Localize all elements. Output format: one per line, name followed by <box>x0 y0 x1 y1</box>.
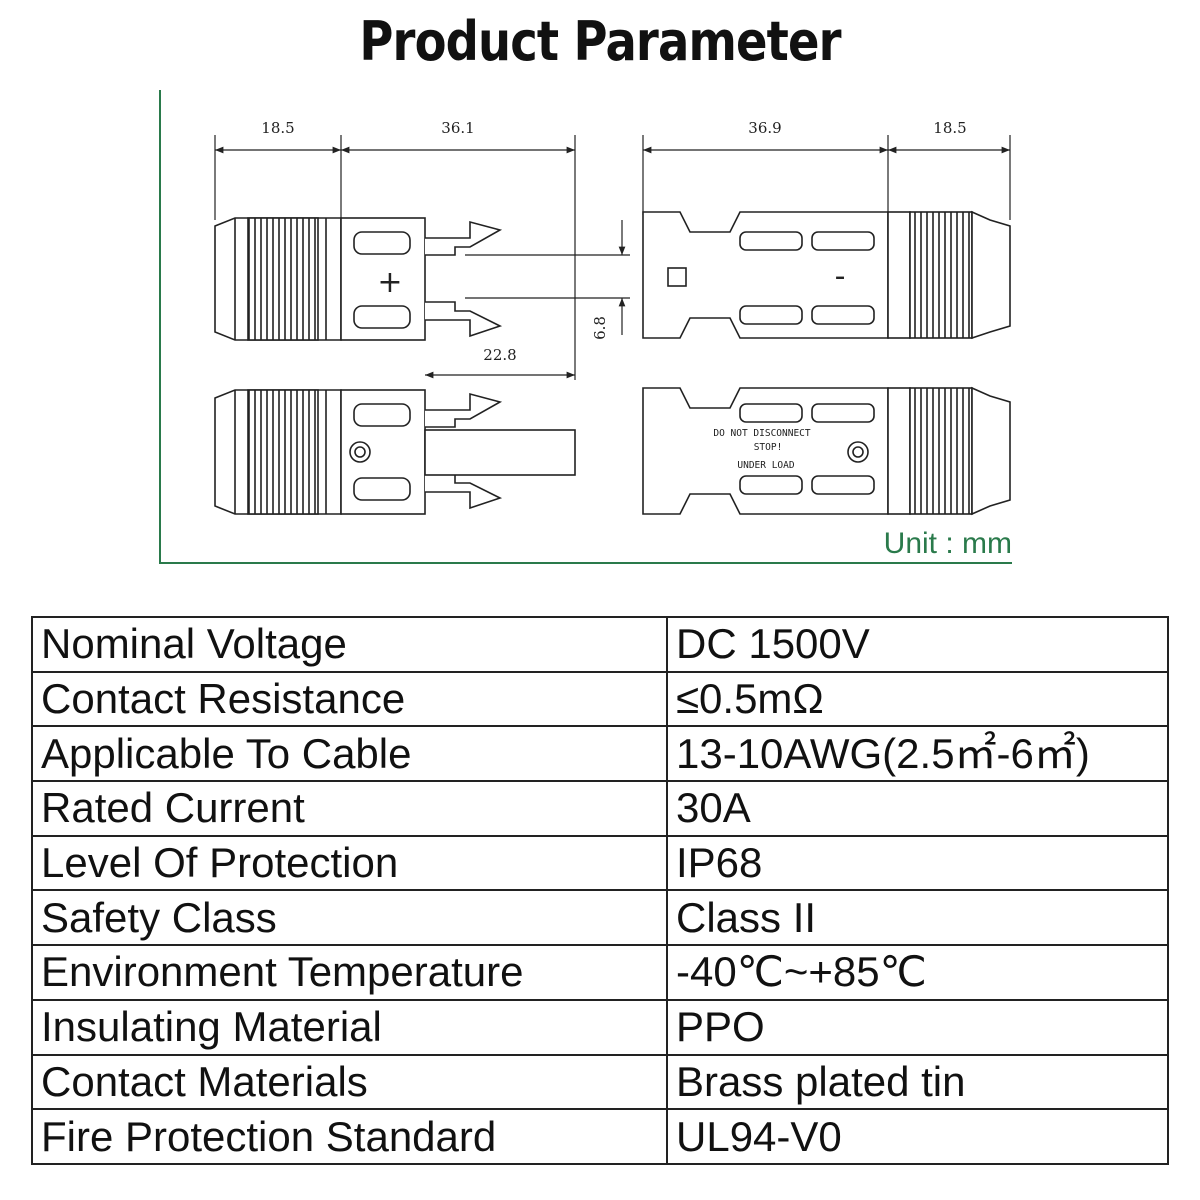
page-title: Product Parameter <box>359 10 841 73</box>
spec-value: Class II <box>666 889 1169 947</box>
connector-top-left <box>214 217 503 341</box>
spec-label: Fire Protection Standard <box>31 1108 668 1165</box>
spec-label: Safety Class <box>31 889 668 947</box>
spec-row: Contact Resistance≤0.5mΩ <box>31 670 1169 728</box>
connector-drawing: 18.5 36.1 36.9 18.5 22.8 6.8 + <box>159 90 1012 564</box>
dim-right-body: 36.9 <box>748 119 781 137</box>
dim-right-cap: 18.5 <box>933 119 966 137</box>
spec-value: 13-10AWG(2.5㎡-6㎡) <box>666 725 1169 783</box>
connector-bottom-left <box>214 389 576 515</box>
plus-symbol: + <box>377 265 402 300</box>
spec-label: Environment Temperature <box>31 944 668 1001</box>
dim-left-cap: 18.5 <box>261 119 294 137</box>
spec-value: Brass plated tin <box>666 1053 1169 1111</box>
dim-left-body: 36.1 <box>441 119 474 137</box>
dim-pin-spacing: 6.8 <box>591 316 609 340</box>
spec-value: ≤0.5mΩ <box>666 670 1169 728</box>
dimension-lines <box>214 135 1011 380</box>
spec-label: Nominal Voltage <box>31 616 668 673</box>
connector-top-right <box>642 210 1011 340</box>
spec-label: Contact Resistance <box>31 670 668 728</box>
unit-label: Unit : mm <box>884 527 1012 560</box>
spec-value: PPO <box>666 998 1169 1056</box>
spec-value: -40℃~+85℃ <box>666 944 1169 1001</box>
spec-value: DC 1500V <box>666 616 1169 673</box>
drawing-frame <box>159 90 1012 564</box>
warning-line-3: UNDER LOAD <box>737 460 794 471</box>
spec-row: Environment Temperature-40℃~+85℃ <box>31 944 1169 1001</box>
dim-pin-length: 22.8 <box>483 346 516 364</box>
warning-line-2: STOP! <box>754 442 783 453</box>
spec-value: UL94-V0 <box>666 1108 1169 1165</box>
spec-label: Contact Materials <box>31 1053 668 1111</box>
warning-line-1: DO NOT DISCONNECT <box>713 428 811 439</box>
spec-label: Applicable To Cable <box>31 725 668 783</box>
spec-label: Level Of Protection <box>31 834 668 892</box>
spec-label: Insulating Material <box>31 998 668 1056</box>
spec-value: IP68 <box>666 834 1169 892</box>
spec-value: 30A <box>666 780 1169 837</box>
spec-label: Rated Current <box>31 780 668 837</box>
minus-symbol: - <box>835 259 846 294</box>
connector-bottom-right <box>642 386 1011 516</box>
